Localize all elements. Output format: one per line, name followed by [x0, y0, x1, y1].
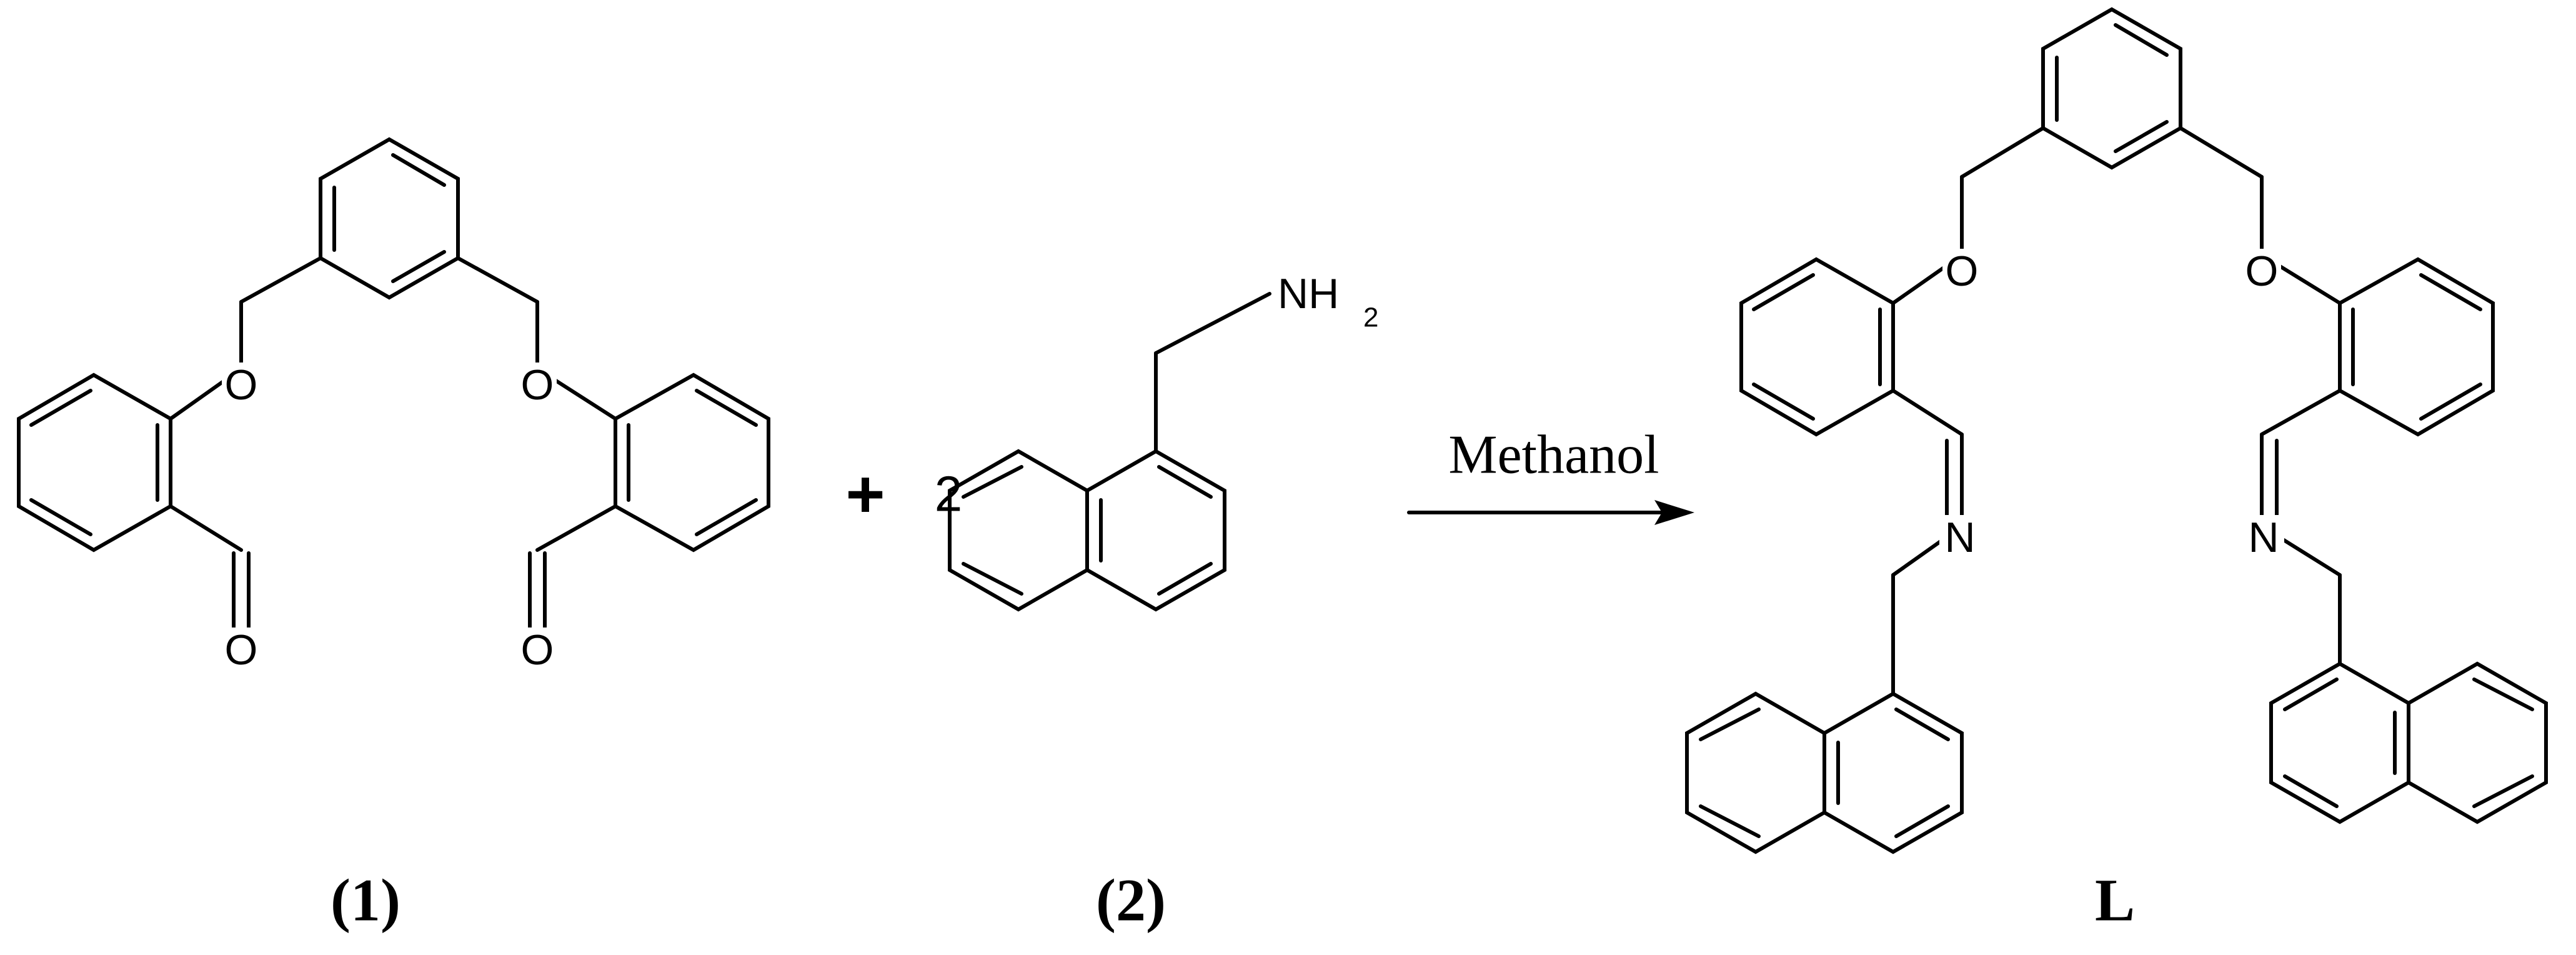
oxygen-atom: O: [225, 626, 258, 674]
oxygen-atom: O: [1946, 248, 1979, 295]
arrowhead-icon: [1654, 500, 1694, 525]
compound-label-2: (2): [1096, 867, 1166, 934]
reagent-1-atom-labels: O O O O: [222, 361, 557, 674]
compound-label-1: (1): [331, 867, 400, 934]
product-atom-labels: O O N N: [1939, 248, 2284, 561]
oxygen-atom: O: [225, 361, 258, 409]
amine-subscript: 2: [1363, 302, 1378, 333]
reagent-1-structure: [17, 137, 770, 630]
compound-label-product: L: [2095, 867, 2135, 934]
plus-sign: +: [845, 456, 885, 532]
oxygen-atom: O: [521, 361, 554, 409]
reagent-2-structure: [948, 292, 1271, 612]
oxygen-atom: O: [2245, 248, 2279, 295]
product-structure: [1685, 7, 2548, 854]
imine-nitrogen: N: [1944, 514, 1975, 561]
reaction-condition: Methanol: [1448, 425, 1659, 486]
reaction-arrow: [1407, 500, 1694, 525]
imine-nitrogen: N: [2248, 514, 2279, 561]
amine-nitrogen: NH: [1278, 270, 1339, 318]
amine-group-label: NH 2: [1278, 270, 1378, 333]
oxygen-atom: O: [521, 626, 554, 674]
